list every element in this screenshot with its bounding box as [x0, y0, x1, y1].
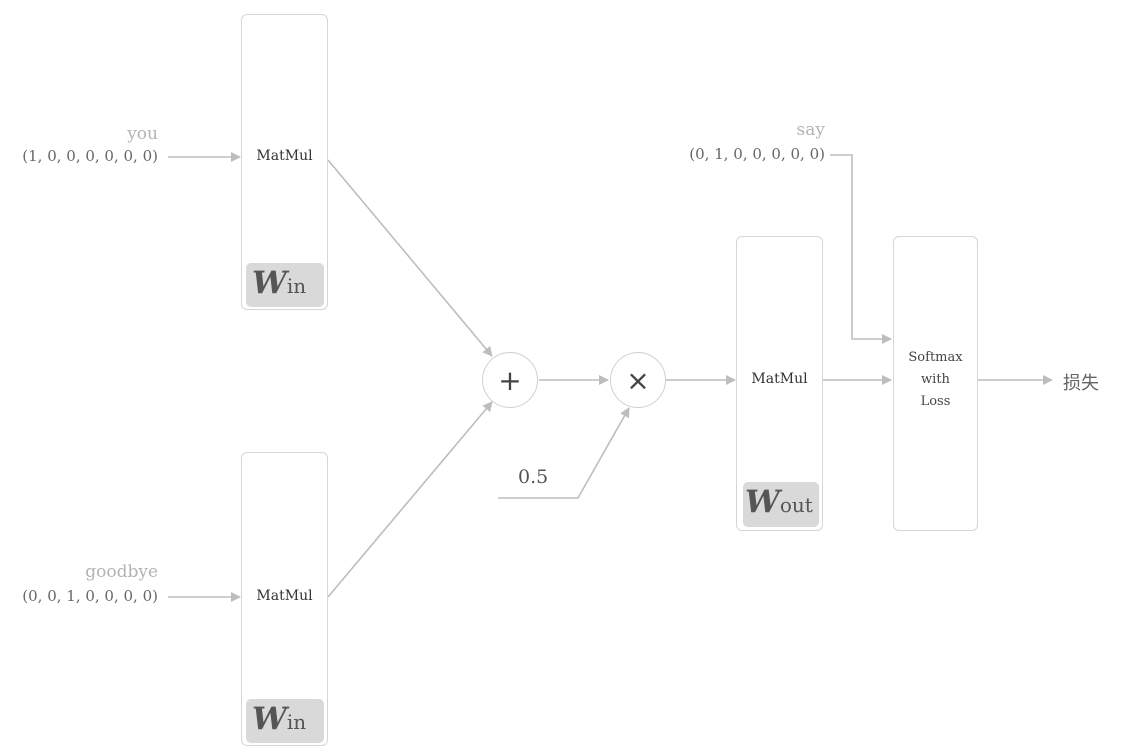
- matmul-in-bottom: [241, 452, 328, 746]
- target-word-say: say: [796, 120, 825, 140]
- input-vector-goodbye: (0, 0, 1, 0, 0, 0, 0): [22, 587, 158, 605]
- add-node: +: [482, 352, 538, 408]
- plus-icon: +: [498, 363, 522, 397]
- input-vector-you: (1, 0, 0, 0, 0, 0, 0): [22, 147, 158, 165]
- matmul-out: [736, 236, 823, 531]
- softmax-label: Softmax with Loss: [893, 347, 978, 413]
- edge-scalar-to-multiply: [498, 407, 630, 499]
- matmul-in-bottom-label: MatMul: [256, 588, 313, 604]
- weight-badge-out: Wout: [743, 482, 819, 527]
- matmul-in-top-label: MatMul: [256, 148, 313, 164]
- edge-top-matmul-to-add: [327, 159, 493, 357]
- input-word-you: you: [127, 124, 158, 144]
- weight-subscript: in: [286, 274, 307, 298]
- softmax-line-3: Loss: [920, 394, 951, 409]
- weight-subscript: in: [286, 710, 307, 734]
- target-vector-say: (0, 1, 0, 0, 0, 0, 0): [689, 145, 825, 163]
- input-word-goodbye: goodbye: [85, 562, 158, 582]
- weight-badge-in-top: Win: [246, 263, 324, 307]
- matmul-in-top: [241, 14, 328, 310]
- softmax-line-2: with: [921, 372, 950, 387]
- weight-symbol: W: [252, 701, 287, 737]
- weight-badge-in-bottom: Win: [246, 699, 324, 743]
- weight-symbol: W: [252, 265, 287, 301]
- edge-say-to-softmax: [830, 154, 892, 344]
- softmax-with-loss: [893, 236, 978, 531]
- loss-output-label: 损失: [1063, 373, 1099, 394]
- matmul-out-label: MatMul: [751, 371, 808, 387]
- scalar-0-5: 0.5: [518, 466, 549, 488]
- weight-symbol: W: [745, 484, 780, 520]
- edge-bottom-matmul-to-add: [327, 401, 493, 598]
- times-icon: ×: [626, 363, 650, 397]
- multiply-node: ×: [610, 352, 666, 408]
- softmax-line-1: Softmax: [908, 350, 963, 365]
- weight-subscript: out: [779, 493, 813, 517]
